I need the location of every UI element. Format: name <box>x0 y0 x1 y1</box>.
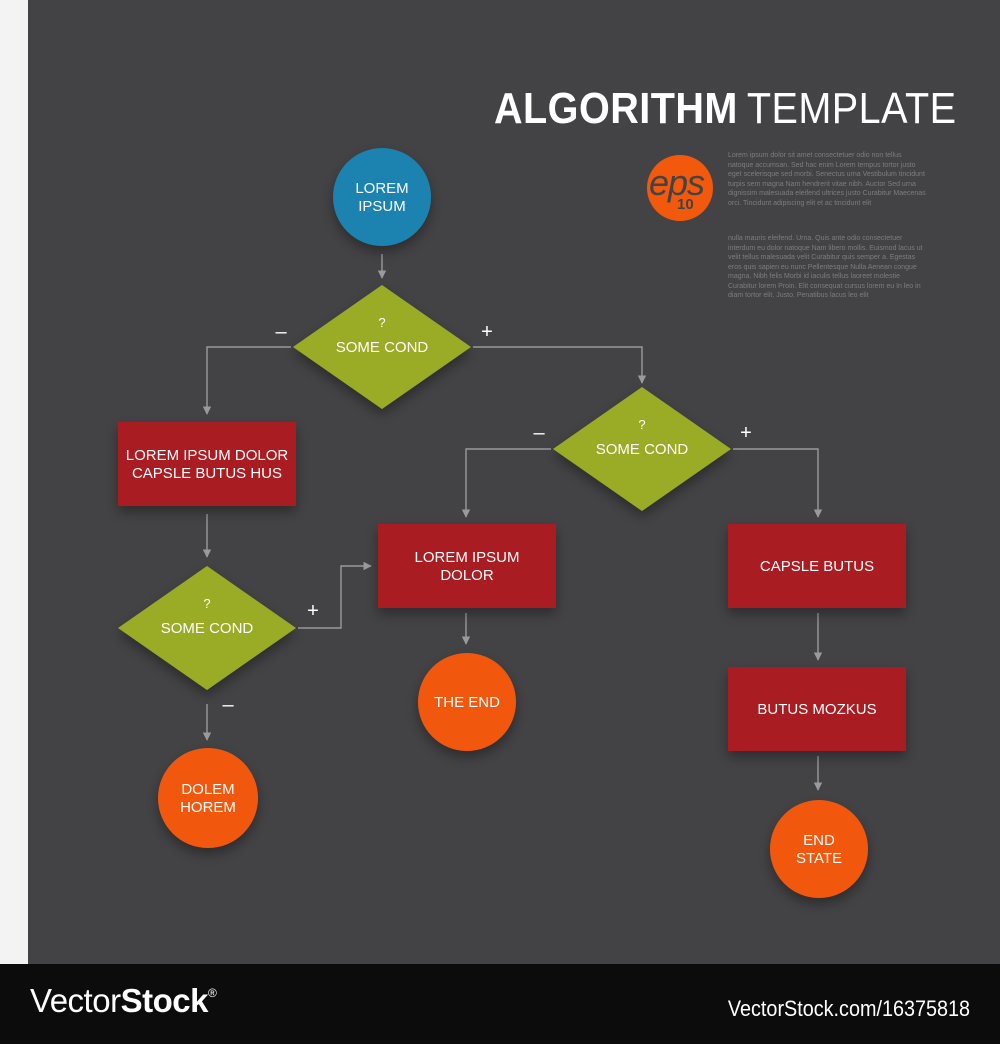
process-box <box>728 524 906 608</box>
process-box <box>378 524 556 608</box>
node-cond2: ? SOME COND <box>118 566 296 690</box>
registered-mark: ® <box>207 986 217 1000</box>
node-label: SOME COND <box>161 620 254 637</box>
vectorstock-logo: VectorStock® <box>30 982 217 1020</box>
node-label: HOREM <box>180 799 236 816</box>
node-cond3: ? SOME COND <box>553 387 731 511</box>
connector-cond1-to-proc1 <box>202 346 291 415</box>
node-label: DOLOR <box>440 567 494 584</box>
node-label: CAPSLE BUTUS <box>760 558 874 575</box>
branch-label-cond3-to-proc3: + <box>740 422 752 444</box>
description-paragraph-1: Lorem ipsum dolor sit amet consectetuer … <box>728 152 926 207</box>
decision-diamond <box>293 285 471 409</box>
circle-shape <box>770 800 868 898</box>
node-cond1: ? SOME COND <box>293 285 471 409</box>
watermark-footer <box>0 964 1000 1044</box>
connector-layer: – + + – – + <box>202 254 823 791</box>
left-margin-strip <box>0 0 28 964</box>
connector-cond3-to-proc3 <box>733 448 823 518</box>
connector-cond1-to-cond3 <box>473 346 647 384</box>
node-label: END <box>803 832 835 849</box>
process-box <box>118 422 296 506</box>
node-label: LOREM IPSUM DOLOR <box>126 447 289 464</box>
node-proc4: BUTUS MOZKUS <box>728 667 906 751</box>
connector-cond3-to-proc2 <box>461 448 551 518</box>
node-label: DOLEM <box>181 781 234 798</box>
title-bold-word: ALGORITHM <box>494 84 738 133</box>
node-end2: THE END <box>418 653 516 751</box>
eps-badge-sub: 10 <box>677 196 694 213</box>
node-label: CAPSLE BUTUS HUS <box>132 465 282 482</box>
vectorstock-url: VectorStock.com/16375818 <box>727 996 970 1021</box>
circle-shape <box>418 653 516 751</box>
description-paragraph-2: nulla mauris eleifend. Urna. Quis ante o… <box>728 235 923 299</box>
eps-badge-main: eps <box>649 162 705 203</box>
branch-label-cond2-to-proc2: + <box>307 600 319 622</box>
connector-cond2-to-proc2 <box>298 561 372 629</box>
branch-label-cond3-to-proc2: – <box>533 422 545 444</box>
circle-shape <box>333 148 431 246</box>
node-label: LOREM <box>355 180 408 197</box>
logo-word-regular: Vector <box>30 982 121 1019</box>
branch-label-cond1-to-cond3: + <box>481 321 493 343</box>
node-label: SOME COND <box>336 339 429 356</box>
decision-question-mark: ? <box>378 315 385 330</box>
decision-question-mark: ? <box>203 596 210 611</box>
title-light-word: TEMPLATE <box>746 84 957 133</box>
decision-diamond <box>553 387 731 511</box>
decision-question-mark: ? <box>638 417 645 432</box>
node-proc3: CAPSLE BUTUS <box>728 524 906 608</box>
eps-badge-icon: eps 10 <box>647 155 713 221</box>
process-box <box>728 667 906 751</box>
node-label: THE END <box>434 694 500 711</box>
node-label: STATE <box>796 850 842 867</box>
decision-diamond <box>118 566 296 690</box>
node-label: SOME COND <box>596 441 689 458</box>
branch-label-cond1-to-proc1: – <box>275 321 287 343</box>
node-label: IPSUM <box>358 198 406 215</box>
node-label: LOREM IPSUM <box>414 549 519 566</box>
branch-label-cond2-to-end1: – <box>222 694 234 716</box>
circle-shape <box>158 748 258 848</box>
node-label: BUTUS MOZKUS <box>757 701 876 718</box>
logo-word-bold: Stock <box>120 982 209 1019</box>
